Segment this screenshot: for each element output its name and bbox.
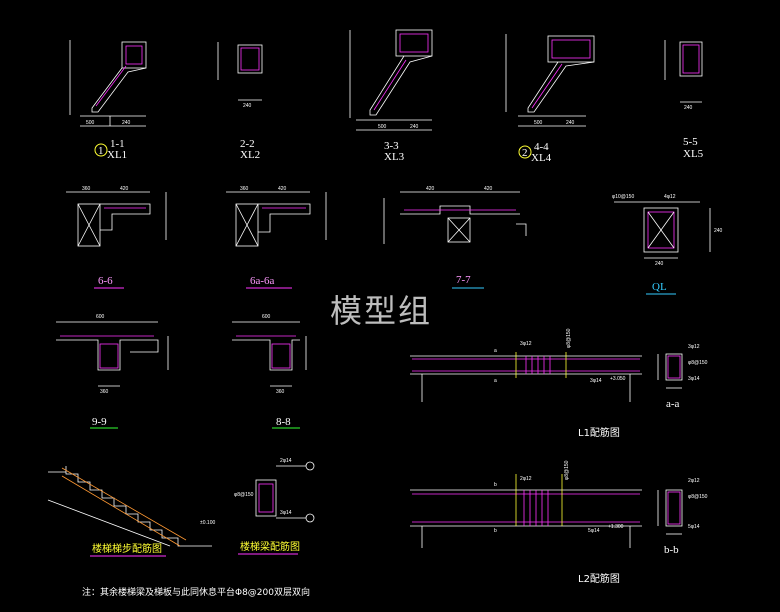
section-ql-title: QL — [652, 281, 667, 293]
l1-bottom-bar: 3φ14 — [590, 378, 602, 384]
dim-600-9: 600 — [96, 314, 105, 320]
dim-420-6: 420 — [120, 186, 129, 192]
l1-sec-top: 3φ12 — [688, 344, 700, 350]
dim-500-1: 500 — [86, 120, 95, 126]
dim-360-9: 360 — [100, 389, 109, 395]
l1-sec-bottom: 3φ14 — [688, 376, 700, 382]
l1-top-bar: 3φ12 — [520, 341, 532, 347]
beam-l2-elevation — [410, 474, 642, 548]
section-6-6 — [66, 191, 167, 247]
l2-title: L2配筋图 — [578, 572, 620, 585]
section-6a-6a — [226, 191, 327, 247]
stair-beam-stirrup: φ8@150 — [234, 492, 254, 498]
section-9-9 — [56, 321, 169, 387]
section-1-1 — [69, 40, 147, 127]
dim-500-3: 500 — [378, 124, 387, 130]
dim-240-2: 240 — [243, 103, 252, 109]
section-2-2-title: 2-2 — [240, 138, 255, 150]
section-4-4 — [505, 34, 595, 127]
stair-elevation: ±0.100 — [200, 520, 215, 526]
ql-width: 240 — [655, 261, 664, 267]
beam-l2-section — [657, 489, 683, 535]
stair-step-title: 楼梯梯步配筋图 — [92, 542, 162, 555]
dim-360-8: 360 — [276, 389, 285, 395]
beam-l1-section — [657, 353, 683, 389]
section-8-8 — [232, 321, 307, 387]
stair-beam-top: 2φ14 — [280, 458, 292, 464]
watermark-title: 模型组 — [330, 292, 433, 330]
l1-elevation: +3.050 — [610, 376, 626, 382]
l1-section-label: a-a — [666, 398, 680, 410]
section-5-5 — [664, 40, 703, 103]
section-3-3-title: 3-3 — [384, 140, 399, 152]
section-5-5-title: 5-5 — [683, 136, 698, 148]
section-ql — [614, 201, 711, 259]
l2-top-bar: 2φ12 — [520, 476, 532, 482]
ql-top-right: 4φ12 — [664, 194, 676, 200]
section-3-3 — [349, 29, 433, 131]
dim-360-6a: 360 — [240, 186, 249, 192]
section-circle-2 — [518, 145, 532, 159]
section-7-7 — [383, 191, 527, 244]
section-4-4-title: 4-4 — [534, 141, 549, 153]
section-4-4-sub: XL4 — [531, 152, 552, 164]
dim-420-6a: 420 — [278, 186, 287, 192]
section-1-1-sub: XL1 — [107, 149, 127, 161]
stair-beam-title: 楼梯梁配筋图 — [240, 540, 300, 553]
l2-sec-top: 2φ12 — [688, 478, 700, 484]
section-7-7-title: 7-7 — [456, 274, 471, 286]
section-circle-1 — [94, 143, 108, 157]
circle-label-2: 2 — [522, 147, 528, 159]
l2-end-mark-top: b — [494, 482, 497, 488]
section-5-5-sub: XL5 — [683, 148, 704, 160]
dim-240-3: 240 — [410, 124, 419, 130]
l1-end-mark-bottom: a — [494, 378, 497, 384]
l2-elevation: +1.300 — [608, 524, 624, 530]
dim-500-4: 500 — [534, 120, 543, 126]
l1-sec-stirrup: φ8@150 — [688, 360, 708, 366]
section-2-2-sub: XL2 — [240, 149, 260, 161]
stair-step-detail — [47, 466, 212, 547]
l1-end-mark-top: a — [494, 348, 497, 354]
l2-section-label: b-b — [664, 544, 679, 556]
l2-stirrup: φ8@150 — [564, 460, 570, 480]
section-9-9-title: 9-9 — [92, 416, 107, 428]
ql-top-left: φ10@150 — [612, 194, 634, 200]
l1-title: L1配筋图 — [578, 426, 620, 439]
dim-240-4: 240 — [566, 120, 575, 126]
section-3-3-sub: XL3 — [384, 151, 405, 163]
dim-420-7b: 420 — [484, 186, 493, 192]
dim-240-1: 240 — [122, 120, 131, 126]
l2-sec-bottom: 5φ14 — [688, 524, 700, 530]
l2-end-mark-bottom: b — [494, 528, 497, 534]
dim-420-7: 420 — [426, 186, 435, 192]
beam-l1-elevation — [410, 352, 642, 402]
ql-height: 240 — [714, 228, 723, 234]
footnote: 注：其余楼梯梁及梯板与此同休息平台Φ8@200双层双向 — [82, 588, 310, 598]
section-8-8-title: 8-8 — [276, 416, 291, 428]
l2-bottom-bar: 5φ14 — [588, 528, 600, 534]
l1-stirrup: φ8@150 — [566, 328, 572, 348]
stair-beam-bottom: 3φ14 — [280, 510, 292, 516]
section-2-2 — [217, 42, 263, 101]
section-6-6-title: 6-6 — [98, 275, 113, 287]
stair-beam-detail — [255, 461, 315, 523]
dim-360-6: 360 — [82, 186, 91, 192]
section-6a-6a-title: 6a-6a — [250, 275, 275, 287]
dim-600-8: 600 — [262, 314, 271, 320]
l2-sec-stirrup: φ8@150 — [688, 494, 708, 500]
dim-240-5: 240 — [684, 105, 693, 111]
section-1-1-title: 1-1 — [110, 138, 125, 150]
circle-label-1: 1 — [98, 145, 104, 157]
